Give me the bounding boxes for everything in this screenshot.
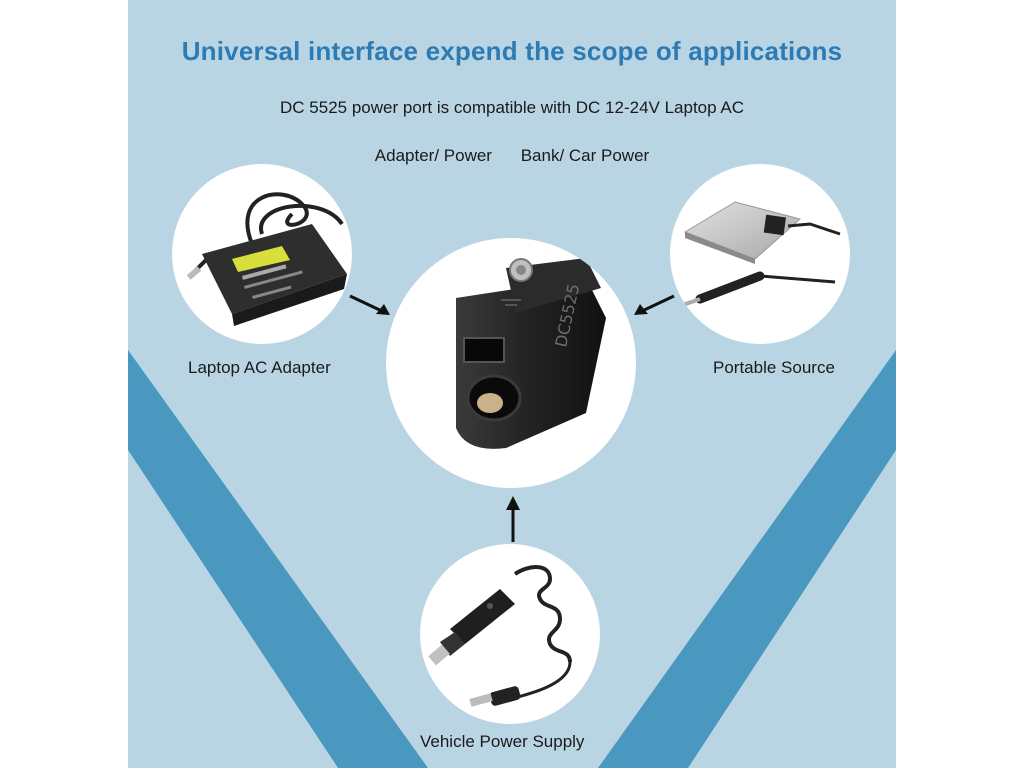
subtitle-line-2: Adapter/ Power Bank/ Car Power — [128, 146, 896, 166]
portable-source-label: Portable Source — [713, 358, 835, 377]
arrow-from-portable-icon — [634, 294, 675, 315]
laptop-adapter-label: Laptop AC Adapter — [188, 358, 331, 377]
center-connector-circle: DC5525 — [386, 238, 636, 488]
dc-5525-connector-icon: DC5525 — [456, 258, 606, 449]
car-charger-cable-icon — [428, 565, 572, 707]
vehicle-supply-label: Vehicle Power Supply — [420, 732, 585, 751]
vehicle-supply-circle — [420, 544, 600, 724]
laptop-adapter-circle — [172, 164, 352, 344]
subtitle-part-a: Adapter/ Power — [374, 146, 492, 165]
arrow-from-laptop-icon — [349, 294, 390, 315]
page-title: Universal interface expend the scope of … — [181, 36, 843, 66]
power-bank-icon — [679, 201, 841, 308]
background-stripes — [128, 350, 896, 768]
subtitle-line-1: DC 5525 power port is compatible with DC… — [280, 98, 744, 117]
product-infographic: Universal interface expend the scope of … — [128, 0, 896, 768]
subtitle-part-b: Bank/ Car Power — [520, 146, 650, 165]
laptop-ac-adapter-icon — [186, 192, 347, 326]
portable-source-circle — [670, 164, 850, 344]
arrow-from-vehicle-icon — [506, 496, 520, 542]
